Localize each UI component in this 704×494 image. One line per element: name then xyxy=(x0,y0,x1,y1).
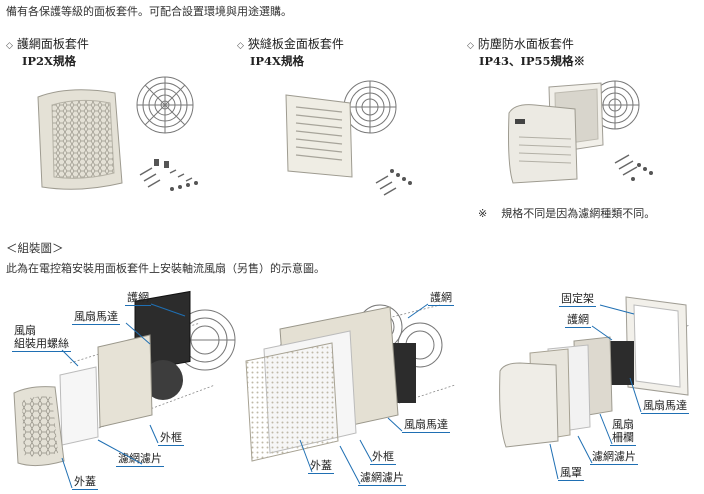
mesh-panel-kit-image xyxy=(37,76,198,191)
footnote: ※ 規格不同是因為濾網種類不同。 xyxy=(478,205,655,221)
diagram3-label-grille-line1: 風扇 xyxy=(612,418,634,431)
category-1-title: ◇護網面板套件 xyxy=(6,35,89,52)
diagram2-label-cover: 外蓋 xyxy=(308,459,334,474)
diamond-bullet-icon: ◇ xyxy=(6,41,13,51)
diagram2-label-guard: 護網 xyxy=(428,291,454,306)
intro-text: 備有各保護等級的面板套件。可配合設置環境與用途選購。 xyxy=(6,5,292,18)
category-1-name: 護網面板套件 xyxy=(16,37,89,51)
assembly-diagram-3 xyxy=(499,296,691,448)
footnote-mark: ※ xyxy=(478,207,488,220)
waterproof-panel-kit-image xyxy=(508,80,653,184)
diagram3-label-hood: 風罩 xyxy=(558,466,584,481)
diagram1-label-cover: 外蓋 xyxy=(72,475,98,490)
category-2-spec: IP4X規格 xyxy=(250,54,304,68)
diagram1-label-filter: 濾網濾片 xyxy=(116,452,164,467)
diagram3-label-fan-motor: 風扇馬達 xyxy=(641,399,689,414)
diagram1-label-fan-motor: 風扇馬達 xyxy=(72,310,120,325)
diagram1-label-frame: 外框 xyxy=(158,431,184,446)
diamond-bullet-icon: ◇ xyxy=(467,41,474,51)
diagram1-label-screws-line1: 風扇 xyxy=(14,324,36,337)
diagram3-label-filter: 濾網濾片 xyxy=(590,450,638,465)
diagram2-label-fan-motor: 風扇馬達 xyxy=(402,418,450,433)
assembly-diagram-2 xyxy=(245,304,456,462)
category-3-spec: IP43、IP55規格※ xyxy=(479,54,586,68)
diagram1-label-screws-line2: 組裝用螺絲 xyxy=(12,337,71,352)
diagram3-label-guard: 護網 xyxy=(565,313,591,328)
diagram3-label-bracket: 固定架 xyxy=(559,292,596,307)
assembly-heading: ＜組裝圖＞ xyxy=(6,241,64,255)
diagram2-label-frame: 外框 xyxy=(370,450,396,465)
footnote-text: 規格不同是因為濾網種類不同。 xyxy=(501,207,656,220)
category-3-title: ◇防塵防水面板套件 xyxy=(467,35,574,52)
category-2-title: ◇狹縫板金面板套件 xyxy=(237,35,344,52)
slit-panel-kit-image xyxy=(285,80,412,196)
diagram1-label-guard: 護網 xyxy=(125,291,151,306)
diagram3-label-grille-line2: 柵欄 xyxy=(610,431,636,446)
category-1-spec: IP2X規格 xyxy=(22,54,76,68)
assembly-description: 此為在電控箱安裝用面板套件上安裝軸流風扇（另售）的示意圖。 xyxy=(6,262,325,275)
assembly-diagram-1 xyxy=(13,290,236,467)
category-2-name: 狹縫板金面板套件 xyxy=(247,37,344,51)
diamond-bullet-icon: ◇ xyxy=(237,41,244,51)
diagram2-label-filter: 濾網濾片 xyxy=(358,471,406,486)
category-3-name: 防塵防水面板套件 xyxy=(477,37,574,51)
